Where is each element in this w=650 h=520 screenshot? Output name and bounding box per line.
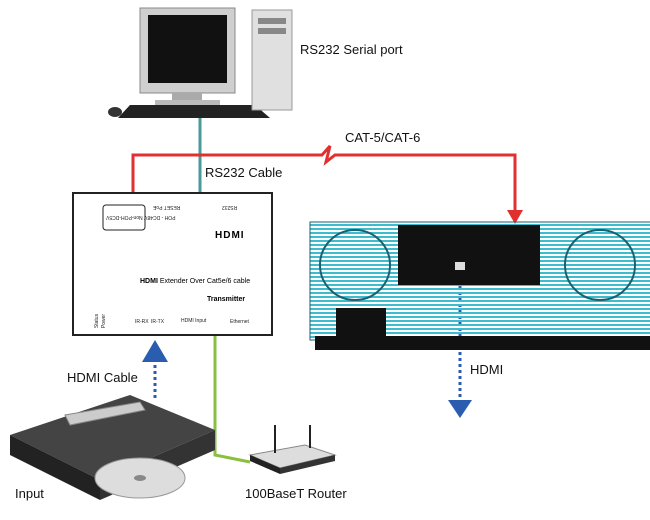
reset-label: RESET PoE: [153, 204, 181, 210]
hdmi-logo: HDMI: [215, 230, 245, 241]
power-label-box: [102, 204, 146, 231]
router-icon: [248, 425, 337, 474]
title-bold: HDMI: [140, 278, 158, 285]
port-ir-rx: IR-RX: [135, 319, 149, 325]
rs232-cable-label: RS232 Cable: [205, 165, 283, 180]
cat-cable-label: CAT-5/CAT-6: [345, 130, 421, 145]
input-label: Input: [15, 486, 44, 501]
computer-icon: [108, 7, 293, 118]
router-label: 100BaseT Router: [245, 486, 347, 501]
transmitter-box: [72, 192, 273, 336]
port-ethernet: Ethernet: [230, 319, 249, 325]
port-status: Status: [94, 313, 101, 329]
transmitter-title: HDMI Extender Over Cat5e/6 cable: [140, 278, 250, 285]
hdmi-output-arrow: [448, 400, 472, 418]
title-rest: Extender Over Cat5e/6 cable: [157, 278, 251, 285]
hdmi-cable-label: HDMI Cable: [67, 370, 138, 385]
projector-icon: [309, 221, 650, 350]
rs232-port-label: RS232: [222, 204, 238, 210]
hdmi-output-label: HDMI: [470, 362, 504, 377]
hdmi-input-arrow: [142, 340, 168, 362]
transmitter-subtitle: Transmitter: [207, 296, 246, 303]
cat-cable-arrow: [507, 210, 523, 224]
serial-port-label: RS232 Serial port: [300, 42, 403, 57]
dvd-player-icon: [10, 395, 215, 500]
port-power: Power: [101, 313, 108, 329]
cat-cable: [131, 145, 517, 212]
power-label: POH - DC48V Non-POH-DC5V: [106, 214, 176, 220]
port-hdmi-input: HDMI Input: [181, 318, 207, 324]
port-ir-tx: IR-TX: [151, 319, 165, 325]
ethernet-cable: [213, 336, 251, 464]
